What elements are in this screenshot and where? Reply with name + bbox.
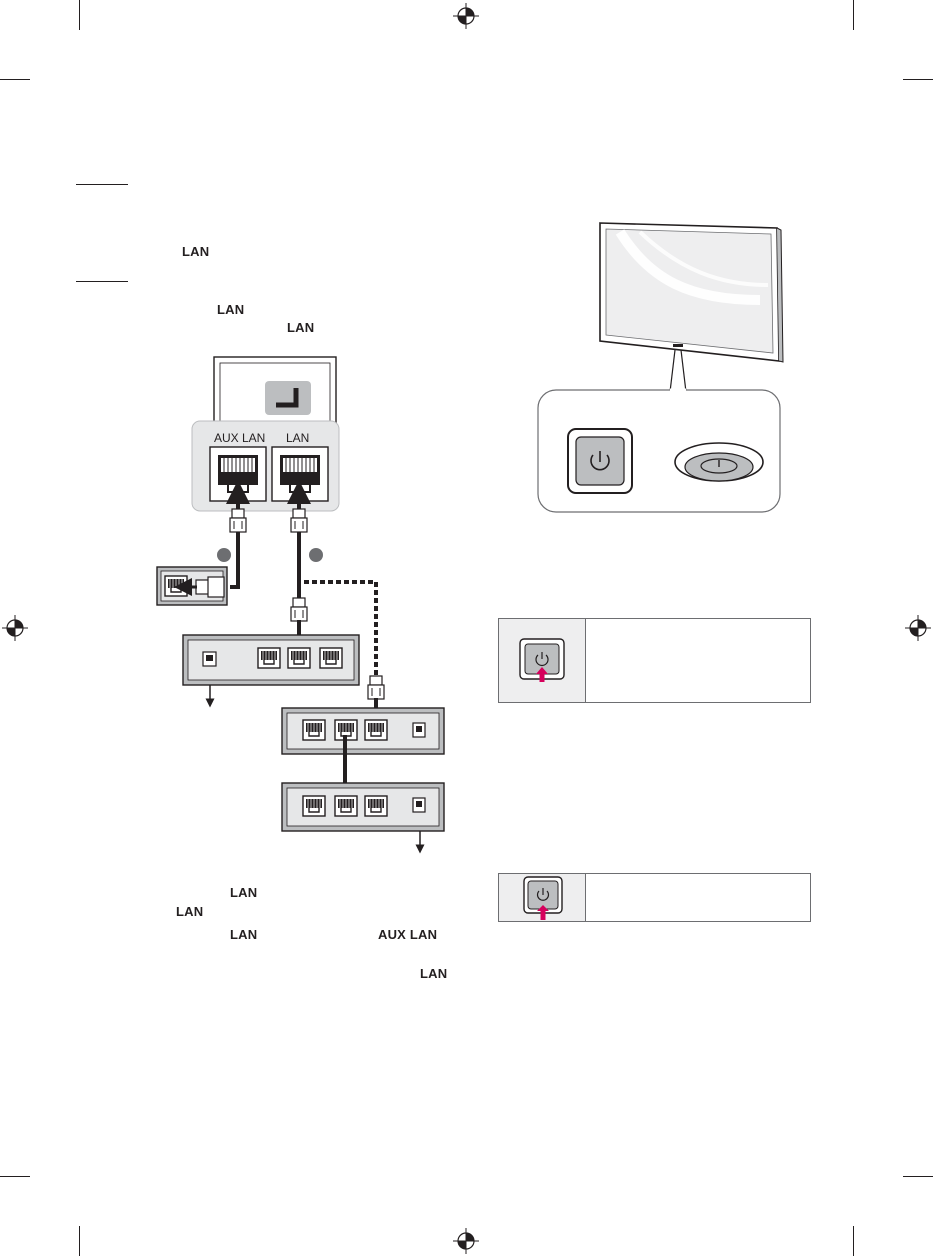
tv-power-button-illustration	[537, 222, 784, 513]
tv-icon	[599, 222, 784, 363]
crop-mark-bottom-right-h	[903, 1176, 933, 1177]
power-step-box-1	[498, 618, 811, 703]
lan-port-label: LAN	[286, 431, 309, 445]
crop-mark-top-left-v	[79, 0, 80, 30]
aux-lan-port	[209, 446, 267, 502]
crop-mark-top-right-v	[853, 0, 854, 30]
note-rule-top	[76, 184, 128, 185]
lan-port	[271, 446, 329, 502]
note-rule-bottom	[76, 281, 128, 282]
callout-circle-2	[309, 548, 323, 562]
crop-mark-bottom-right-v	[853, 1226, 854, 1256]
power-button-press-icon	[519, 638, 565, 682]
lan-label-4: LAN	[230, 885, 258, 900]
joystick-icon	[674, 442, 764, 482]
crop-mark-bottom-left-v	[79, 1226, 80, 1256]
network-connection-diagram: AUX LAN LAN	[156, 356, 445, 854]
crop-mark-top-right-h	[903, 79, 933, 80]
registration-mark-icon-left	[2, 615, 28, 641]
power-button-press-icon-2	[523, 876, 563, 920]
lan-label-2: LAN	[217, 302, 245, 317]
registration-mark-icon-bottom	[453, 1228, 479, 1254]
lan-label-1: LAN	[182, 244, 210, 259]
crop-mark-bottom-left-h	[0, 1176, 30, 1177]
lan-label-3: LAN	[287, 320, 315, 335]
registration-mark-icon-top	[453, 3, 479, 29]
aux-lan-label-1: AUX LAN	[378, 927, 438, 942]
lan-label-6: LAN	[230, 927, 258, 942]
callout-circle-1	[217, 548, 231, 562]
lan-label-5: LAN	[176, 904, 204, 919]
crop-mark-top-left-h	[0, 79, 30, 80]
power-step-box-2	[498, 873, 811, 922]
aux-lan-port-label: AUX LAN	[214, 431, 265, 445]
registration-mark-icon-right	[905, 615, 931, 641]
lan-label-7: LAN	[420, 966, 448, 981]
power-icon	[567, 428, 633, 494]
